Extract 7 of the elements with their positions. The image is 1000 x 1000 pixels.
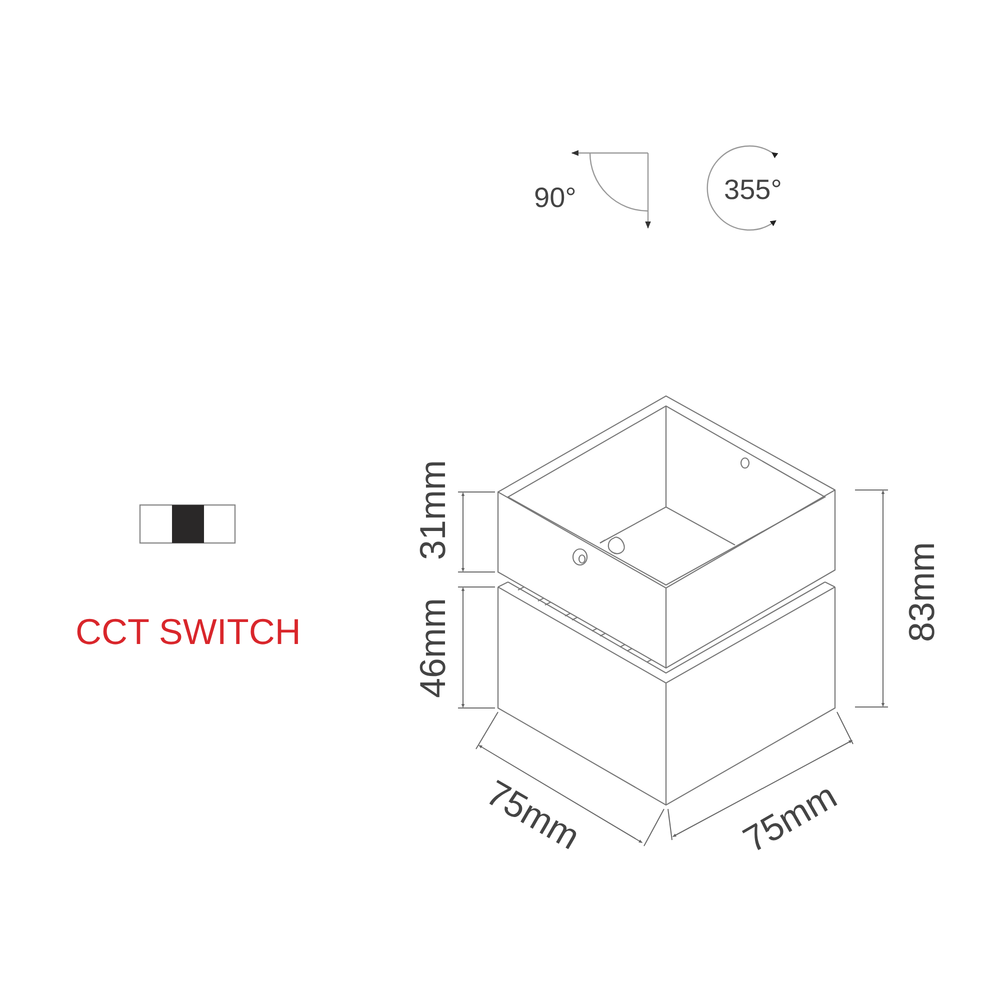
dimension-label: 83mm bbox=[904, 542, 940, 642]
dimension-label: 31mm bbox=[415, 460, 452, 560]
switch-caption: CCT SWITCH bbox=[76, 614, 301, 650]
dimension-label: 75mm bbox=[738, 777, 842, 859]
angle-value: 355° bbox=[724, 176, 782, 204]
dimension-label: 46mm bbox=[415, 598, 452, 698]
angle-value: 90° bbox=[534, 184, 576, 212]
